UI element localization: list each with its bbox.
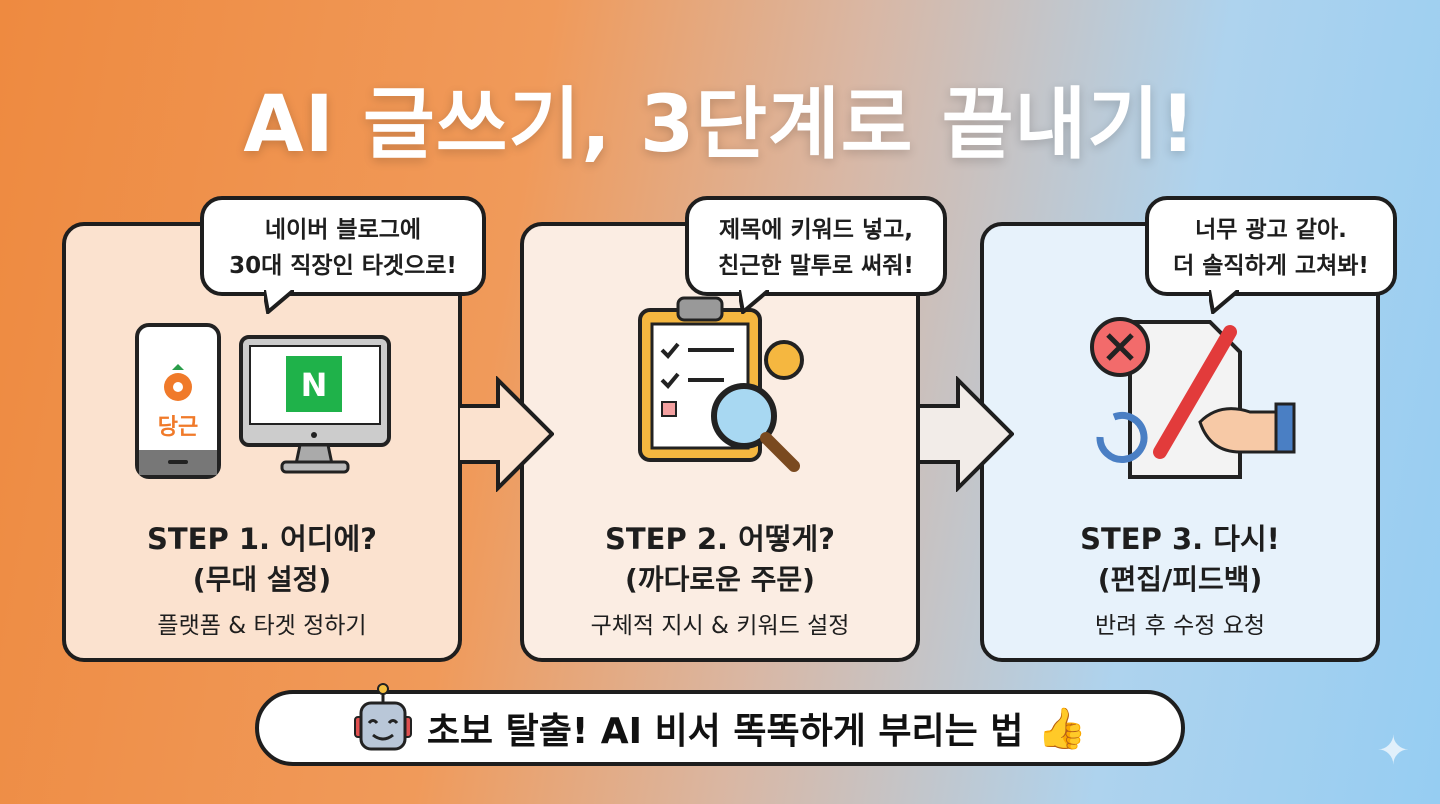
edit-document-icon — [1090, 317, 1296, 479]
sparkle-icon: ✦ — [1376, 728, 1410, 774]
page-title: AI 글쓰기, 3단계로 끝내기! — [243, 80, 1197, 170]
step-3-subtitle: (편집/피드백) — [1097, 563, 1263, 596]
arrow-right-icon — [918, 376, 1014, 492]
bubble-line: 더 솔직하게 고쳐봐! — [1173, 253, 1369, 279]
bubble-tail — [264, 290, 294, 314]
bubble-line: 제목에 키워드 넣고, — [718, 217, 914, 243]
step-1-description: 플랫폼 & 타겟 정하기 — [157, 613, 367, 639]
clipboard-checklist-icon — [638, 296, 804, 472]
bubble-tail — [739, 290, 769, 314]
bubble-line: 친근한 말투로 써줘! — [718, 253, 914, 279]
robot-icon — [353, 683, 412, 751]
bubble-tail — [1209, 290, 1239, 314]
monitor-icon: N — [239, 335, 391, 474]
thumbs-up-icon: 👍 — [1037, 705, 1088, 752]
naver-logo: N — [301, 366, 328, 404]
footer-banner: 초보 탈출! AI 비서 똑똑하게 부리는 법 👍 — [255, 683, 1185, 766]
bubble-line: 네이버 블로그에 — [264, 217, 422, 243]
step-3-speech-bubble: 너무 광고 같아. 더 솔직하게 고쳐봐! — [1145, 196, 1397, 314]
phone-app-label: 당근 — [158, 415, 198, 440]
phone-icon: 당근 — [135, 323, 221, 479]
bubble-line: 30대 직장인 타겟으로! — [229, 253, 457, 279]
step-1-subtitle: (무대 설정) — [192, 563, 332, 596]
bubble-line: 너무 광고 같아. — [1195, 217, 1347, 243]
step-3-title: STEP 3. 다시! — [1080, 522, 1280, 556]
step-1-title: STEP 1. 어디에? — [147, 522, 377, 556]
arrow-right-icon — [458, 376, 554, 492]
step-1-speech-bubble: 네이버 블로그에 30대 직장인 타겟으로! — [200, 196, 486, 314]
step-3-description: 반려 후 수정 요청 — [1094, 613, 1266, 639]
step-2-description: 구체적 지시 & 키워드 설정 — [590, 613, 850, 639]
step-2-speech-bubble: 제목에 키워드 넣고, 친근한 말투로 써줘! — [685, 196, 947, 314]
footer-text: 초보 탈출! AI 비서 똑똑하게 부리는 법 — [426, 711, 1024, 752]
step-2-title: STEP 2. 어떻게? — [605, 522, 835, 556]
step-2-subtitle: (까다로운 주문) — [625, 563, 815, 596]
